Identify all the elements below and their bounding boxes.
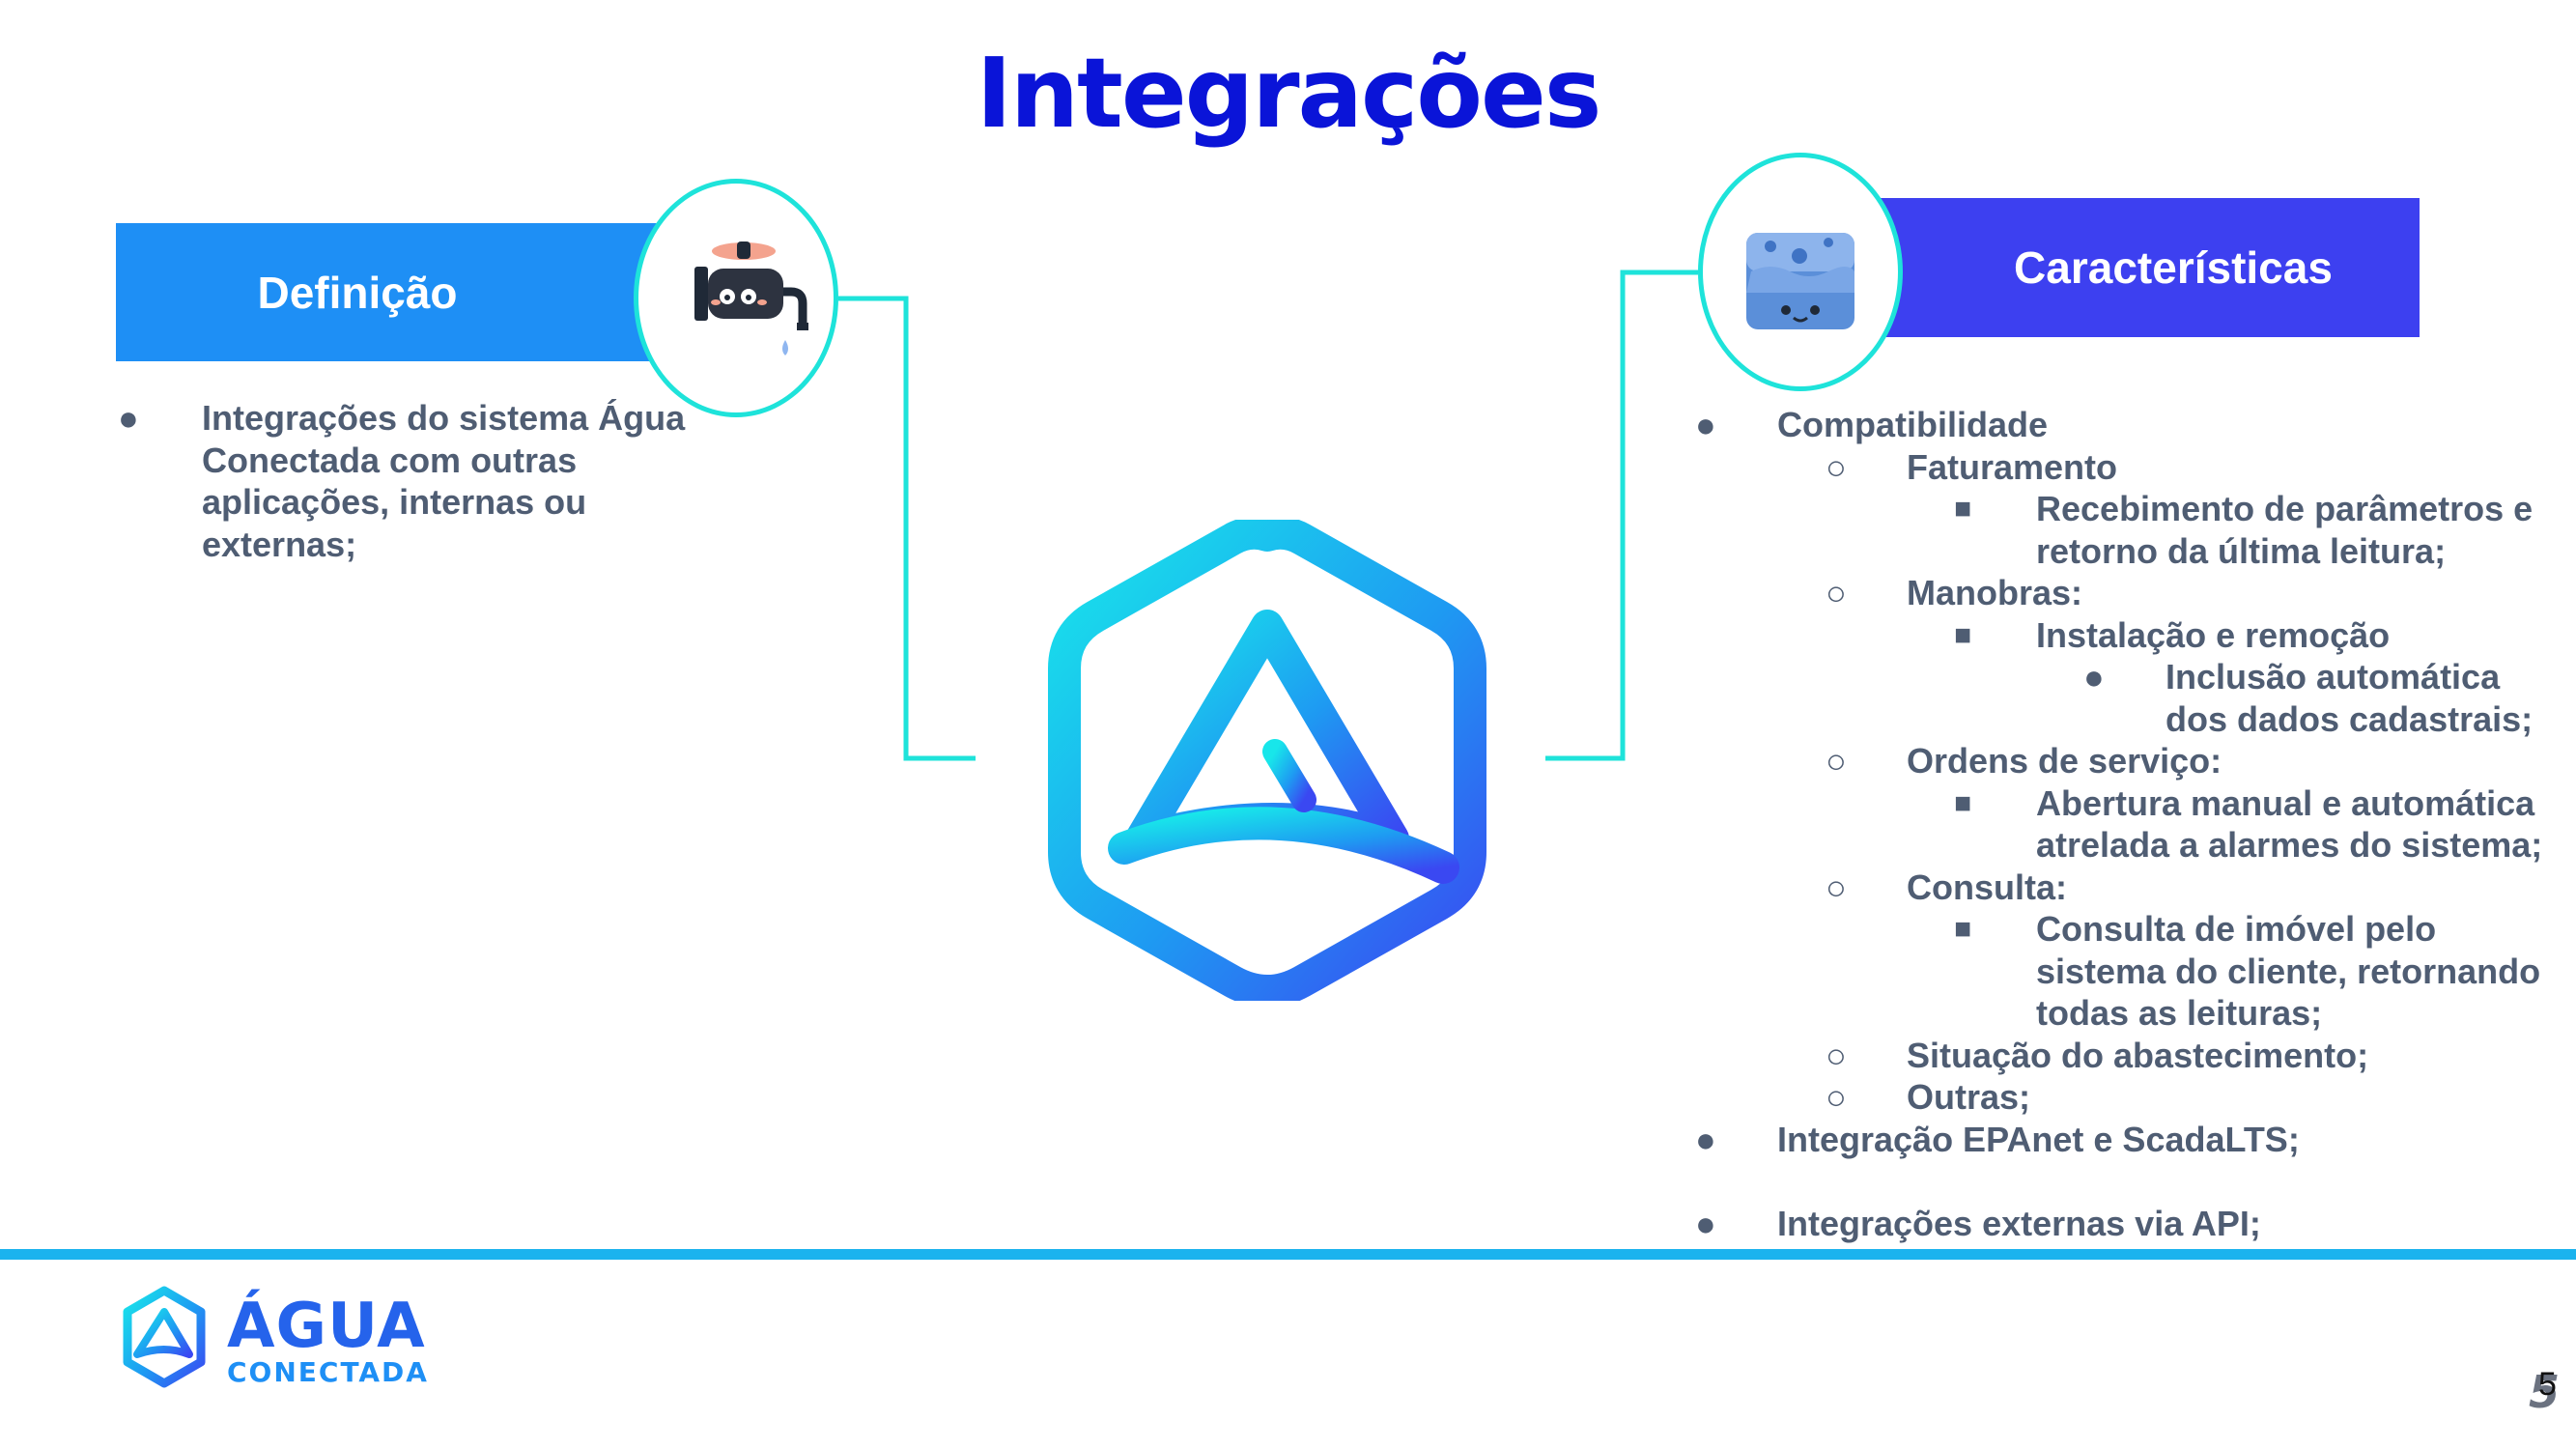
bullet-icon: ● — [2083, 657, 2105, 696]
list-item: ●Integrações do sistema Água Conectada c… — [118, 398, 686, 564]
circle-bullet-icon: ○ — [1826, 573, 1847, 612]
list-item: ○Situação do abastecimento; — [1826, 1035, 2369, 1075]
definicao-icon-circle — [634, 179, 838, 417]
list-item: ■Abertura manual e automática atrelada a… — [1954, 782, 2543, 866]
list-item: ○Ordens de serviço: — [1826, 741, 2222, 781]
footer-logo-subtitle: CONECTADA — [227, 1356, 429, 1388]
list-item: ■Consulta de imóvel pelo sistema do clie… — [1954, 909, 2541, 1033]
bullet-icon: ● — [1695, 1119, 1716, 1159]
square-bullet-icon: ■ — [1954, 786, 1972, 819]
list-item: ■Instalação e remoção — [1954, 614, 2391, 655]
agua-conectada-logo — [1048, 520, 1486, 1001]
circle-bullet-icon: ○ — [1826, 867, 1847, 907]
page-title: Integrações — [976, 37, 1602, 150]
water-tank-icon — [1746, 233, 1854, 329]
circle-bullet-icon: ○ — [1826, 446, 1847, 487]
page-number-large: 5 — [2529, 1366, 2561, 1418]
square-bullet-icon: ■ — [1954, 493, 1972, 525]
list-item: ○Outras; — [1826, 1077, 2031, 1117]
bullet-icon: ● — [118, 398, 139, 438]
list-item: ○Manobras: — [1826, 573, 2083, 612]
caracteristicas-list: ●Compatibilidade ○Faturamento ■Recebimen… — [1695, 404, 2564, 1245]
list-item: ●Integração EPAnet e ScadaLTS; — [1695, 1119, 2300, 1159]
list-item: ○Consulta: — [1826, 867, 2067, 907]
square-bullet-icon: ■ — [1954, 913, 1972, 945]
bullet-icon: ● — [1695, 1204, 1716, 1243]
list-item: ■Recebimento de parâmetros e retorno da … — [1954, 489, 2534, 571]
page-number: 5 — [2538, 1366, 2557, 1403]
caracteristicas-header: Características — [1869, 198, 2420, 337]
list-item: ●Inclusão automática dos dados cadastrai… — [2083, 657, 2534, 739]
bullet-icon: ● — [1695, 405, 1716, 444]
agua-conectada-footer-logo-icon — [123, 1286, 206, 1388]
circle-bullet-icon: ○ — [1826, 1077, 1847, 1117]
list-item: ●Compatibilidade — [1695, 405, 2049, 444]
definicao-heading: Definição — [257, 267, 458, 318]
caracteristicas-icon-circle — [1698, 153, 1903, 391]
definicao-header: Definição — [116, 223, 676, 361]
footer-divider — [0, 1249, 2576, 1260]
list-item: ●Integrações externas via API; — [1695, 1204, 2261, 1243]
circle-bullet-icon: ○ — [1826, 1035, 1847, 1075]
footer-logo-title: ÁGUA — [227, 1291, 426, 1362]
faucet-icon — [694, 242, 808, 355]
definicao-list: ●Integrações do sistema Água Conectada c… — [118, 397, 697, 565]
circle-bullet-icon: ○ — [1826, 741, 1847, 781]
square-bullet-icon: ■ — [1954, 618, 1972, 651]
caracteristicas-heading: Características — [2014, 242, 2333, 293]
list-item: ○Faturamento — [1826, 446, 2118, 487]
